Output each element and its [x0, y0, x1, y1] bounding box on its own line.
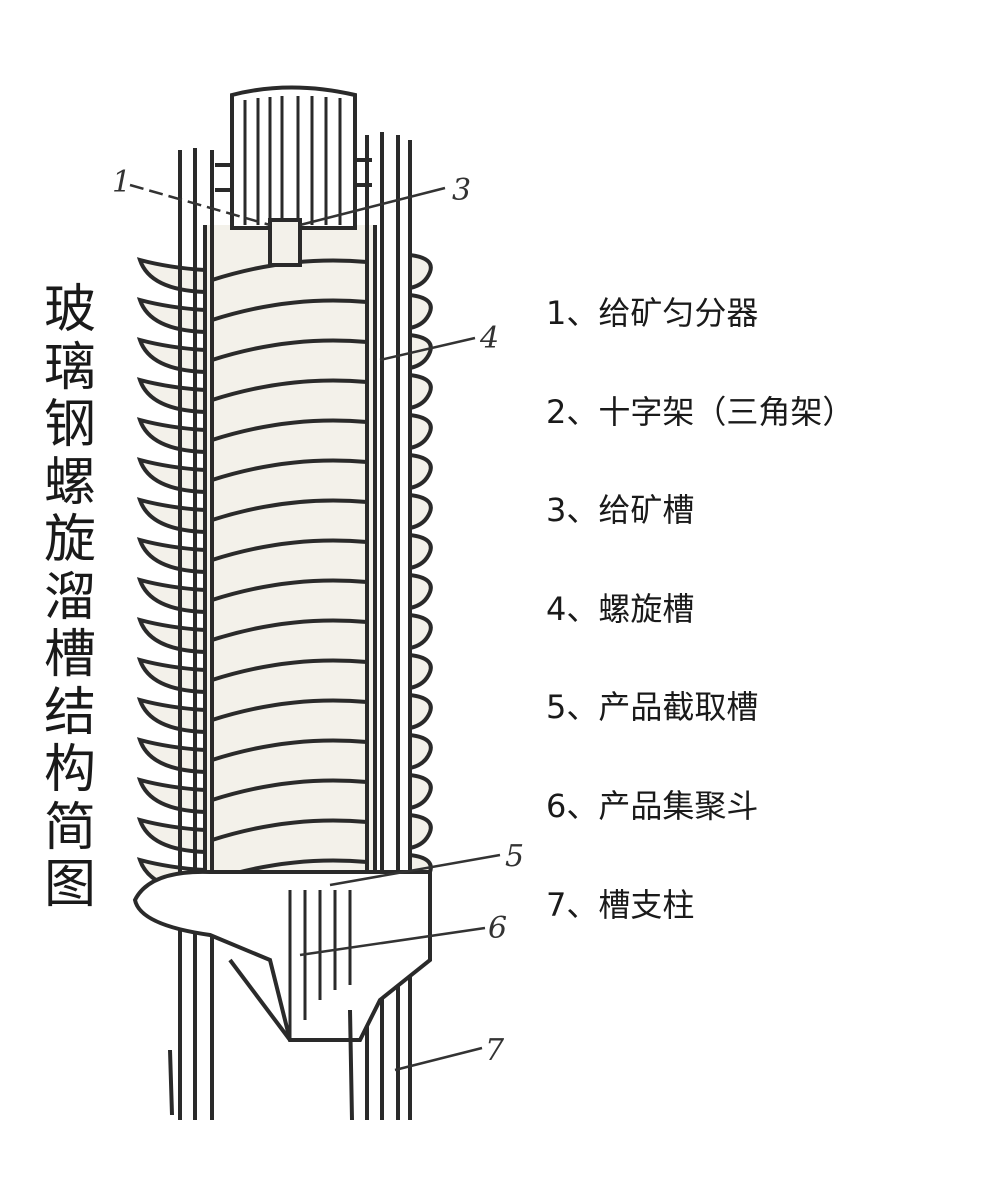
spiral-lip — [211, 538, 368, 562]
spiral-lip — [211, 418, 368, 442]
callout-3: 3 — [452, 173, 471, 208]
spiral-lip — [211, 378, 368, 402]
spiral-turn-right — [409, 653, 433, 690]
spiral-lip — [211, 698, 368, 722]
title-char: 螺 — [43, 452, 96, 513]
callout-lines — [129, 183, 501, 1072]
title-char: 结 — [43, 682, 96, 743]
legend-item-7: 7、槽支柱 — [546, 885, 695, 924]
spiral-turn-right — [409, 453, 433, 490]
title-char: 槽 — [43, 625, 96, 685]
spiral-turn-right — [409, 693, 433, 730]
callout-6: 6 — [488, 911, 507, 946]
spiral-turn-right — [409, 253, 433, 290]
callout-4: 4 — [479, 321, 499, 356]
title-char: 璃 — [43, 337, 96, 398]
spiral-lip — [211, 498, 368, 522]
spiral-turn-right — [409, 773, 433, 810]
spiral-lip — [211, 738, 368, 762]
legend-item-3: 3、给矿槽 — [546, 491, 695, 530]
spiral-lip — [211, 578, 368, 602]
spiral-turn-right — [409, 413, 433, 450]
title-char: 构 — [43, 740, 96, 800]
spiral-lip — [211, 298, 368, 322]
legend-item-2: 2、十字架（三角架） — [546, 392, 855, 431]
callout-numbers: 1 3 4 5 6 7 — [112, 165, 524, 1068]
legend-item-1: 1、给矿匀分器 — [546, 294, 759, 332]
spiral-lip — [211, 778, 368, 802]
spiral-turn-right — [409, 533, 433, 570]
spiral-lip — [211, 818, 368, 842]
spiral-lip — [211, 458, 368, 482]
legend: 1、给矿匀分器 2、十字架（三角架） 3、给矿槽 4、螺旋槽 5、产品截取槽 6… — [546, 290, 854, 980]
legend-item-4: 4、螺旋槽 — [546, 589, 695, 628]
title-char: 旋 — [43, 510, 96, 570]
spiral-lip — [211, 618, 368, 642]
spiral-lip — [211, 338, 368, 362]
spiral-lip — [211, 658, 368, 682]
spiral-turn-right — [409, 733, 433, 770]
title-char: 玻 — [43, 280, 96, 340]
feed-drum — [230, 85, 357, 267]
spiral-turn-right — [409, 293, 433, 330]
legend-item-6: 6、产品集聚斗 — [546, 786, 759, 825]
legend-item-5: 5、产品截取槽 — [546, 688, 759, 727]
title-char: 简 — [43, 797, 96, 858]
spiral-turn-right — [409, 373, 433, 410]
callout-5: 5 — [505, 839, 524, 874]
support-columns — [178, 132, 412, 1120]
spiral-trough — [136, 225, 433, 895]
callout-1: 1 — [112, 165, 131, 200]
callout-7: 7 — [485, 1033, 505, 1068]
title-char: 图 — [43, 855, 96, 915]
core-column — [203, 225, 377, 880]
spiral-turn-right — [409, 613, 433, 650]
product-cutter-and-funnel — [132, 869, 432, 1121]
spiral-turn-right — [409, 573, 433, 610]
title-char: 溜 — [43, 567, 96, 628]
diagram-title: 玻璃钢螺旋溜槽结构简图 — [38, 280, 102, 915]
spiral-turn-right — [409, 493, 433, 530]
spiral-turn-right — [409, 813, 433, 850]
title-char: 钢 — [43, 395, 96, 455]
